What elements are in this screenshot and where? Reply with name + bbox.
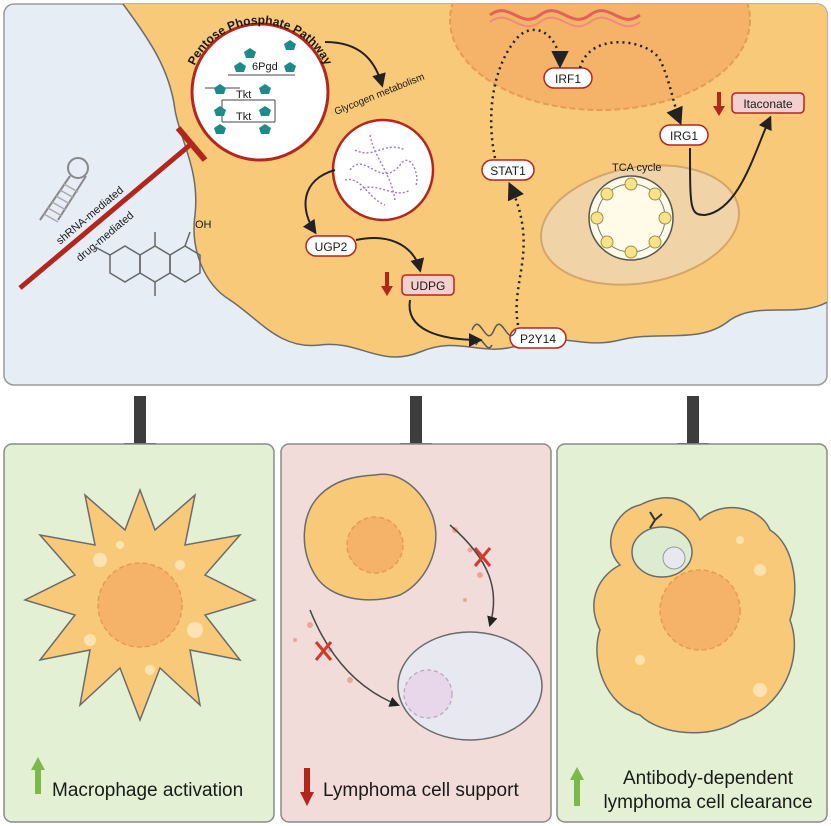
enzyme-6pgd: 6Pgd [252, 61, 278, 73]
svg-text:UDPG: UDPG [411, 279, 446, 293]
node-irf1: IRF1 [543, 67, 593, 89]
antibody-icon [649, 511, 663, 529]
enzyme-tkt-2: Tkt [236, 111, 251, 123]
down-arrow-udpg-icon [381, 272, 393, 296]
down-arrow-itaconate-icon [713, 92, 725, 116]
panel-macrophage-activation [3, 443, 275, 823]
node-stat1: STAT1 [481, 159, 535, 181]
enzyme-tkt-1: Tkt [236, 89, 251, 101]
pathway-arrows [302, 41, 772, 347]
metabolite-pentagons [214, 40, 296, 134]
outcome-label-macrophage-activation: Macrophage activation [52, 780, 244, 801]
node-udpg: UDPG [401, 274, 455, 296]
panel-antibody-clearance [556, 443, 828, 823]
block-x-icon [314, 547, 492, 661]
svg-text:IRG1: IRG1 [670, 129, 698, 143]
oh-label: OH [195, 219, 212, 231]
blocked-signal-arrows [309, 524, 498, 707]
node-p2y14: P2Y14 [509, 327, 567, 349]
tca-cycle: TCA cycle [588, 162, 674, 261]
node-ugp2: UGP2 [305, 235, 357, 257]
svg-text:IRF1: IRF1 [555, 72, 581, 86]
node-irg1: IRG1 [659, 124, 709, 146]
tca-label: TCA cycle [612, 162, 662, 174]
outcome-label-antibody-clearance-line2: lymphoma cell clearance [603, 792, 813, 813]
inhibition-bar [18, 126, 208, 290]
outcome-label-antibody-clearance-line1: Antibody-dependent [622, 768, 794, 789]
signaling-dotted-arrows [489, 28, 683, 326]
pentose-phosphate-pathway: Pentose Phosphate Pathway 6Pgd Tkt Tkt [185, 13, 335, 162]
up-arrow-icon [570, 767, 584, 806]
svg-text:P2Y14: P2Y14 [520, 332, 556, 346]
svg-text:STAT1: STAT1 [490, 164, 526, 178]
outcome-label-lymphoma-support: Lymphoma cell support [323, 780, 519, 801]
svg-text:UGP2: UGP2 [315, 240, 348, 254]
shrna-hairpin-icon [39, 157, 89, 223]
up-arrow-icon [31, 757, 45, 794]
node-itaconate: Itaconate [731, 92, 805, 114]
down-arrow-icon [300, 768, 314, 806]
svg-text:Itaconate: Itaconate [743, 97, 793, 111]
dna-strand [489, 9, 641, 21]
nucleus [449, 4, 751, 111]
panel-lymphoma-support [280, 443, 552, 823]
drug-molecule-icon [94, 231, 201, 296]
